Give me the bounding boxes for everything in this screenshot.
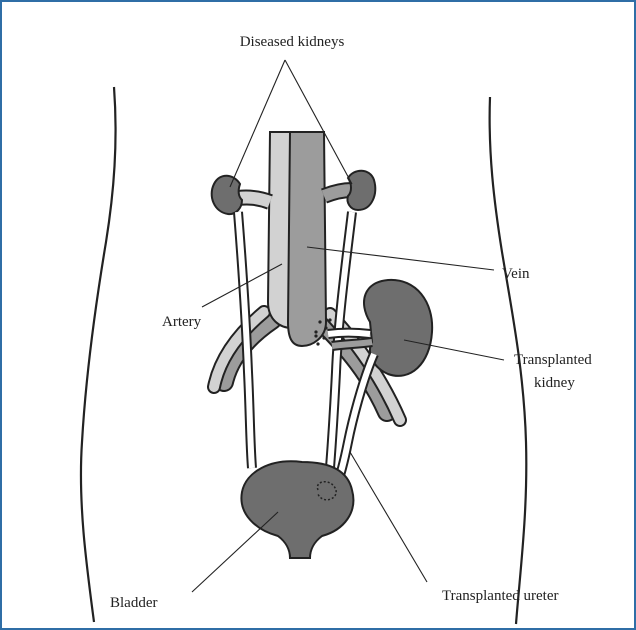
vena-cava (288, 132, 326, 346)
body-outline-left (81, 87, 116, 622)
label-transplanted-kidney-line2: kidney (534, 375, 575, 391)
diseased-kidney-right (347, 171, 375, 210)
bladder (241, 461, 353, 558)
label-vein: Vein (502, 266, 530, 282)
label-diseased-kidneys: Diseased kidneys (240, 34, 345, 50)
label-bladder: Bladder (110, 595, 157, 611)
label-transplanted-kidney-line1: Transplanted (514, 352, 592, 368)
diseased-kidney-left (212, 176, 242, 214)
label-transplanted-ureter: Transplanted ureter (442, 588, 559, 604)
label-artery: Artery (162, 314, 202, 330)
